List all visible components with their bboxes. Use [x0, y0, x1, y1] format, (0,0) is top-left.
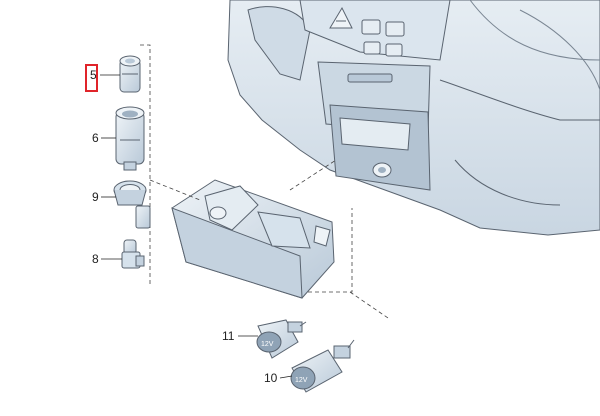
- part-11-socket-12v: 12V: [256, 319, 307, 359]
- socket-10-mark: 12V: [295, 377, 308, 384]
- part-9-illumination-ring: [113, 180, 151, 229]
- socket-11-mark: 12V: [261, 341, 274, 348]
- part-10-socket-12v: 12V: [290, 339, 355, 393]
- dashboard-console: [227, 0, 600, 236]
- callout-9[interactable]: 9: [92, 190, 99, 204]
- assembly-lines: [140, 44, 389, 319]
- callout-5[interactable]: 5: [90, 68, 97, 82]
- callout-11[interactable]: 11: [222, 329, 235, 343]
- callout-10[interactable]: 10: [264, 371, 278, 385]
- callout-leaders: [100, 74, 293, 379]
- part-6-socket-insert: [115, 106, 145, 171]
- callout-8[interactable]: 8: [92, 252, 99, 266]
- part-8-bulb-holder: [121, 239, 145, 269]
- storage-tray: [171, 179, 335, 299]
- callout-6[interactable]: 6: [92, 131, 99, 145]
- part-5-lighter-element: [119, 55, 141, 93]
- callout-5-highlight-box: [85, 64, 98, 92]
